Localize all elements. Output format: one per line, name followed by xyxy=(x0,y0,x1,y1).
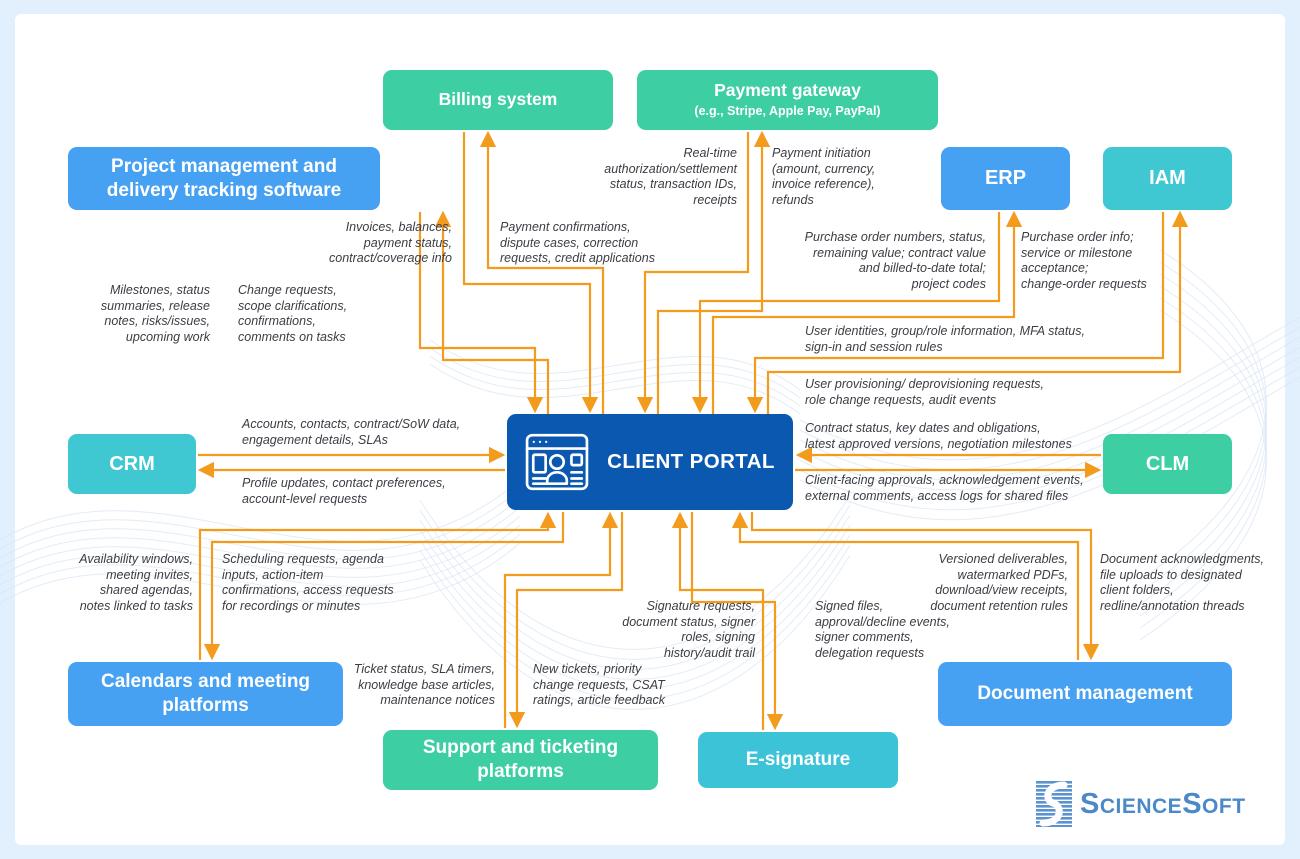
node-clm-label: CLM xyxy=(1145,452,1190,475)
sciencesoft-logo: ScienceSoft xyxy=(1036,781,1246,827)
edge-esignature-to-portal xyxy=(671,511,765,730)
edge-label-crm-to-portal: Accounts, contacts, contract/SoW data, e… xyxy=(242,417,461,447)
node-erp-label: ERP xyxy=(984,167,1027,189)
node-billing-system: Billing system xyxy=(383,70,613,130)
node-billing-system-label: Billing system xyxy=(438,89,558,110)
edge-label-iam-to-portal: User identities, group/role information,… xyxy=(805,324,1085,354)
edge-label-calendars-to-portal: Availability windows, meeting invites, s… xyxy=(79,552,193,613)
node-payment-gateway: Payment gateway (e.g., Stripe, Apple Pay… xyxy=(637,70,938,130)
edge-label-portal-to-clm: Client-facing approvals, acknowledgement… xyxy=(805,473,1084,503)
edge-label-gateway-to-portal: Real-time authorization/settlement statu… xyxy=(604,146,737,207)
edge-label-portal-to-crm: Profile updates, contact preferences, ac… xyxy=(242,476,446,506)
edge-label-esignature-to-portal: Signature requests, document status, sig… xyxy=(622,599,755,660)
edge-portal-to-billing xyxy=(479,130,605,414)
sciencesoft-logo-icon xyxy=(1036,781,1072,827)
logo-smallcaps: oft xyxy=(1202,794,1246,818)
node-payment-gateway-sublabel: (e.g., Stripe, Apple Pay, PayPal) xyxy=(694,104,881,119)
edge-label-portal-to-gateway: Payment initiation (amount, currency, in… xyxy=(772,146,876,207)
node-client-portal: CLIENT PORTAL xyxy=(507,414,793,510)
node-iam: IAM xyxy=(1103,147,1232,210)
edge-portal-to-esignature xyxy=(690,512,784,731)
node-erp: ERP xyxy=(941,147,1070,210)
edge-label-portal-to-document: Document acknowledgments, file uploads t… xyxy=(1100,552,1264,613)
node-support-ticketing-platforms: Support and ticketing platforms xyxy=(383,730,658,790)
node-support-label: Support and ticketing platforms xyxy=(422,737,619,782)
node-payment-gateway-label: Payment gateway xyxy=(714,80,861,101)
wave-decoration-top-center xyxy=(429,339,801,415)
edge-gateway-to-portal xyxy=(636,132,750,414)
edge-erp-to-portal xyxy=(691,212,1001,414)
node-project-management-label: Project management and delivery tracking… xyxy=(106,155,342,201)
node-clm: CLM xyxy=(1103,434,1232,494)
edge-portal-to-calendars xyxy=(203,512,565,661)
edge-label-portal-to-support: New tickets, priority change requests, C… xyxy=(533,662,666,707)
edge-label-project-to-portal: Milestones, status summaries, release no… xyxy=(100,283,210,344)
edge-portal-to-gateway xyxy=(656,130,771,414)
edge-label-clm-to-portal: Contract status, key dates and obligatio… xyxy=(805,421,1072,451)
edge-portal-to-project xyxy=(434,210,550,414)
edge-document-to-portal xyxy=(731,511,1080,660)
node-document-management-label: Document management xyxy=(977,683,1193,705)
node-esignature: E-signature xyxy=(698,732,898,788)
logo-letter: S xyxy=(1182,787,1203,820)
sciencesoft-logo-text: ScienceSoft xyxy=(1080,788,1246,821)
node-iam-label: IAM xyxy=(1149,167,1186,189)
client-portal-icon xyxy=(525,433,589,491)
edge-label-portal-to-calendars: Scheduling requests, agenda inputs, acti… xyxy=(222,552,394,613)
edge-label-support-to-portal: Ticket status, SLA timers, knowledge bas… xyxy=(353,662,495,707)
node-crm: CRM xyxy=(68,434,196,494)
edge-portal-to-iam xyxy=(766,210,1189,414)
node-document-management: Document management xyxy=(938,662,1232,726)
edge-label-billing-to-portal: Invoices, balances, payment status, cont… xyxy=(329,220,452,265)
edge-portal-to-erp xyxy=(711,210,1023,414)
edge-portal-to-document xyxy=(750,512,1100,661)
edge-label-portal-to-iam: User provisioning/ deprovisioning reques… xyxy=(805,377,1045,407)
logo-letter: S xyxy=(1080,787,1100,820)
edge-label-document-to-portal: Versioned deliverables, watermarked PDFs… xyxy=(930,552,1068,613)
logo-smallcaps: cience xyxy=(1099,794,1183,818)
edge-label-erp-to-portal: Purchase order numbers, status, remainin… xyxy=(804,230,986,291)
node-esignature-label: E-signature xyxy=(745,749,851,771)
edge-label-portal-to-erp: Purchase order info; service or mileston… xyxy=(1021,230,1147,291)
edge-calendars-to-portal xyxy=(198,511,557,660)
edge-label-portal-to-project: Change requests, scope clarifications, c… xyxy=(238,283,348,344)
edge-iam-to-portal xyxy=(746,212,1165,414)
edge-portal-to-support xyxy=(508,512,624,729)
node-crm-label: CRM xyxy=(109,452,155,475)
node-calendars-label: Calendars and meeting platforms xyxy=(100,671,311,716)
edge-billing-to-portal xyxy=(462,132,599,414)
node-project-management: Project management and delivery tracking… xyxy=(68,147,380,210)
edge-label-portal-to-esignature: Signed files, approval/decline events, s… xyxy=(815,599,950,660)
edge-support-to-portal xyxy=(503,511,619,728)
node-calendars-meeting-platforms: Calendars and meeting platforms xyxy=(68,662,343,726)
edge-label-portal-to-billing: Payment confirmations, dispute cases, co… xyxy=(500,220,655,265)
node-client-portal-label: CLIENT PORTAL xyxy=(607,450,775,474)
edge-project-to-portal xyxy=(418,212,544,414)
